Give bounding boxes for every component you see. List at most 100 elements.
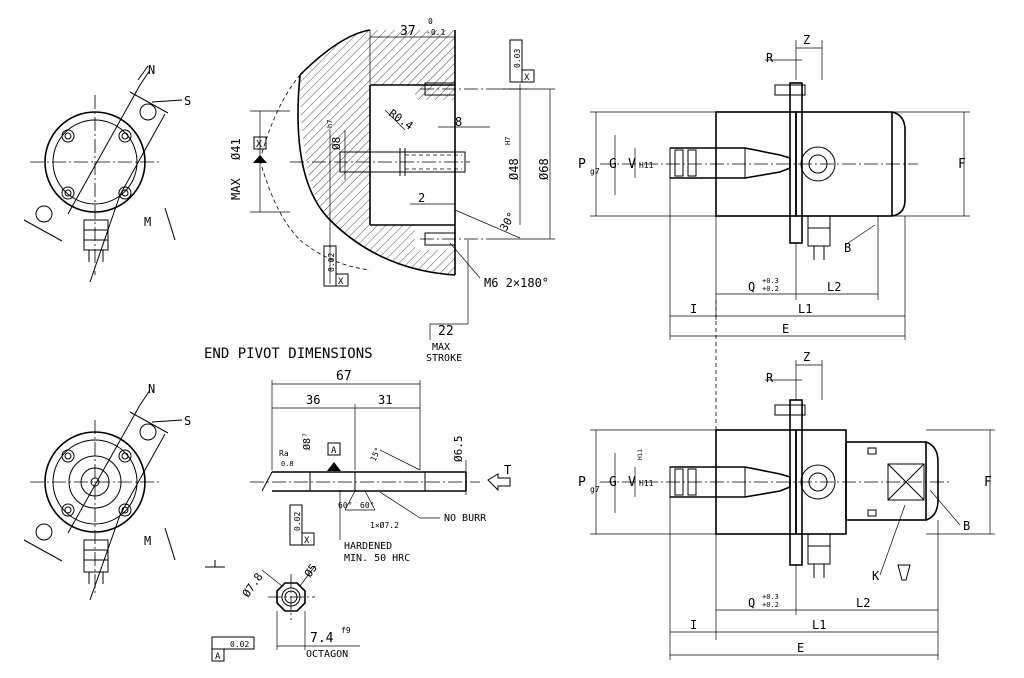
label-k-bottom: K [872, 569, 880, 583]
dim-22: 22 [438, 324, 454, 339]
dim-5: Ø5 [302, 561, 320, 579]
label-m-bottom: M [144, 534, 151, 548]
dim-31: 31 [378, 393, 392, 407]
dim-78: Ø7.8 [240, 571, 266, 600]
tol-002-datum-2 [301, 532, 315, 546]
tol-002-1: 0.02 [327, 253, 336, 272]
datum-x-triangle [253, 155, 267, 163]
label-v-bottom: V [628, 475, 636, 490]
section-dims [250, 30, 555, 340]
label-i-top: I [690, 302, 697, 316]
dim-8h7: Ø8 [330, 137, 343, 150]
dim-60b: 60° [360, 501, 374, 510]
dim-8h7-tol: h7 [326, 120, 334, 128]
dim-48: Ø48 [507, 158, 521, 180]
label-r-top: R [766, 51, 774, 65]
dim-36: 36 [306, 393, 320, 407]
end-view-top [23, 65, 183, 283]
label-g-top: G [609, 157, 617, 172]
dim-37-tol-lower: -0.1 [426, 28, 445, 37]
max-stroke-1: MAX [432, 342, 450, 353]
tol-002-box-2 [289, 504, 303, 546]
label-vh11-top: H11 [639, 161, 654, 170]
label-hrc: MIN. 50 HRC [344, 553, 410, 564]
label-h11-small-bottom: H11 [637, 449, 644, 460]
dim-ra-val: 0.8 [281, 460, 294, 468]
tol-003: 0.03 [513, 49, 522, 68]
label-q-lower-top: +0.2 [762, 285, 779, 293]
tol-002-2: 0.02 [293, 512, 302, 531]
label-p-bottom: P [578, 475, 586, 490]
cylinder-top [590, 40, 970, 430]
tol-002-datum-3 [211, 648, 225, 662]
dim-48-tol: H7 [504, 137, 512, 145]
tol-002-3: 0.02 [230, 640, 249, 649]
pivot-pin [250, 380, 511, 540]
label-vh11-bottom: H11 [639, 479, 654, 488]
octagon-detail [205, 560, 360, 650]
label-octagon: OCTAGON [306, 649, 348, 660]
label-e-top: E [782, 322, 789, 336]
label-s-top: S [184, 94, 191, 108]
max-stroke-2: STROKE [426, 353, 462, 364]
label-f-bottom: F [984, 475, 992, 490]
label-f-top: F [958, 157, 966, 172]
dim-8f7: Ø8⁷ [301, 432, 313, 450]
label-pg7-bottom: g7 [590, 485, 600, 494]
label-r-bottom: R [766, 371, 774, 385]
dim-r04: R0.4 [386, 107, 415, 133]
label-l1-top: L1 [798, 302, 812, 316]
label-no-burr: NO BURR [444, 513, 487, 524]
label-b-top: B [844, 241, 851, 255]
label-t-arrow: T [504, 463, 511, 477]
dim-30deg: 30° [497, 210, 518, 234]
dim-60a: 60° [338, 501, 352, 510]
label-hardened: HARDENED [344, 541, 392, 552]
datum-a-triangle [327, 462, 341, 471]
tol-002-datum-1-x: X [338, 277, 344, 287]
dim-37-tol-upper: 0 [428, 17, 433, 26]
dim-74-tol: f9 [341, 626, 351, 635]
dim-8: 8 [455, 115, 462, 129]
tol-002-box-3 [211, 636, 255, 650]
dim-37: 37 [400, 24, 416, 39]
label-q-bottom: Q [748, 596, 755, 610]
label-n-bottom: N [148, 382, 155, 396]
label-s-bottom: S [184, 414, 191, 428]
section-view [259, 29, 530, 276]
label-z-bottom: Z [803, 350, 810, 364]
end-view-bottom [23, 389, 183, 601]
tol-002-datum-2-x: X [304, 536, 310, 546]
label-e-bottom: E [797, 641, 804, 655]
cylinder-bottom [590, 360, 995, 660]
datum-a: A [331, 446, 337, 456]
dim-68: Ø68 [537, 158, 551, 180]
label-q-upper-top: +0.3 [762, 277, 779, 285]
dim-67: 67 [336, 369, 352, 384]
label-q-top: Q [748, 280, 755, 294]
label-l2-bottom: L2 [856, 596, 870, 610]
label-m-top: M [144, 215, 151, 229]
label-z-top: Z [803, 33, 810, 47]
tol-002-box-1 [323, 245, 337, 287]
end-pivot-title: END PIVOT DIMENSIONS [204, 346, 373, 362]
dim-ra: Ra [279, 449, 289, 458]
dim-15deg: 15° [369, 446, 383, 463]
datum-x: X [256, 139, 262, 150]
label-pg7-top: g7 [590, 167, 600, 176]
tol-003-datum [521, 69, 535, 83]
dim-2: 2 [418, 191, 425, 205]
dim-chamfer: 1×Ø7.2 [370, 520, 399, 530]
datum-x-box [253, 136, 267, 150]
tol-002-datum-1 [335, 273, 349, 287]
label-i-bottom: I [690, 618, 697, 632]
tol-002-datum-3-a: A [215, 652, 221, 662]
dim-max: MAX [229, 178, 243, 200]
tol-003-datum-x: X [524, 73, 530, 83]
label-q-lower-bottom: +0.2 [762, 601, 779, 609]
dim-65: Ø6.5 [452, 436, 465, 463]
label-g-bottom: G [609, 475, 617, 490]
tol-003-box [509, 39, 523, 83]
label-l2-top: L2 [827, 280, 841, 294]
